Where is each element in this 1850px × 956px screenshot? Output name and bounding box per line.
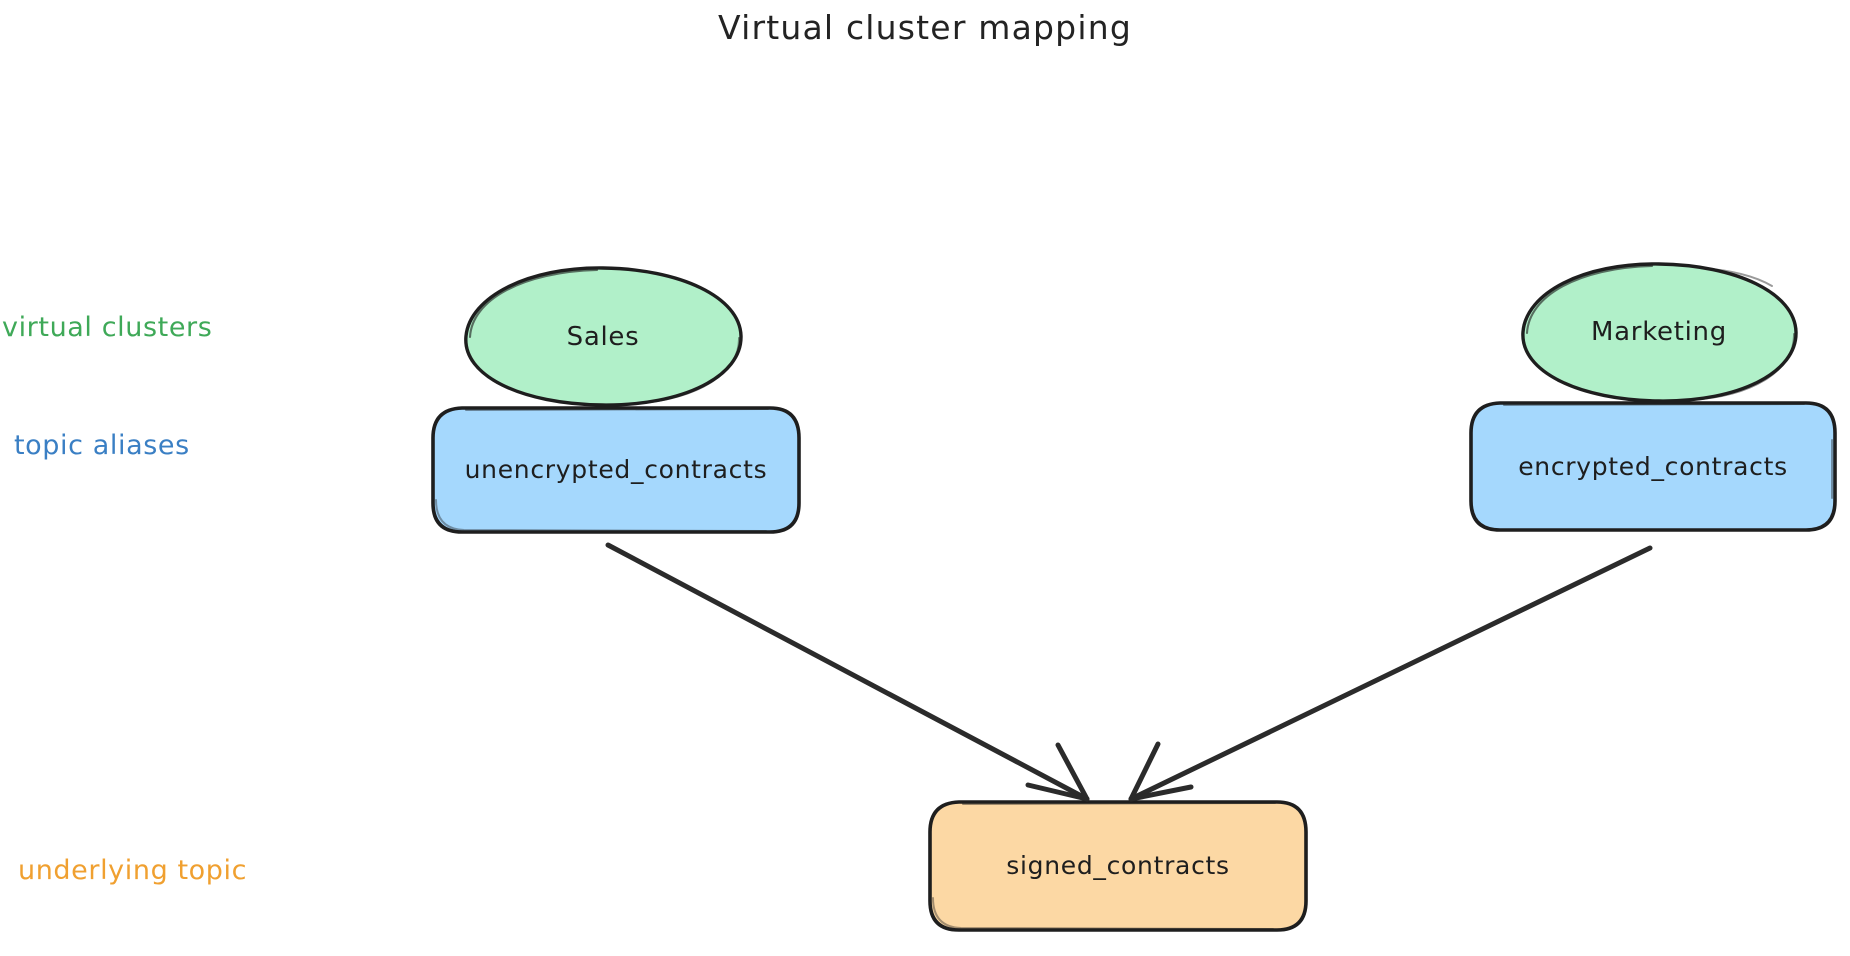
node-label-sales: Sales xyxy=(566,322,640,352)
node-label-marketing: Marketing xyxy=(1591,317,1727,347)
page-title: Virtual cluster mapping xyxy=(718,8,1132,47)
node-shape-sales[interactable] xyxy=(464,266,743,407)
edge-encrypted-to-signed[interactable] xyxy=(1128,545,1653,802)
node-label-unencrypted-contracts: unencrypted_contracts xyxy=(464,455,768,484)
edge-unencrypted-to-signed[interactable] xyxy=(605,542,1090,802)
node-label-signed-contracts: signed_contracts xyxy=(1006,851,1230,880)
node-shape-unencrypted[interactable] xyxy=(431,406,801,534)
row-label-underlying-topic: underlying topic xyxy=(18,855,248,886)
row-label-virtual-clusters: virtual clusters xyxy=(2,312,213,343)
node-shape-signed[interactable] xyxy=(928,800,1308,932)
row-label-topic-aliases: topic aliases xyxy=(14,430,190,461)
node-label-encrypted-contracts: encrypted_contracts xyxy=(1518,452,1788,481)
node-shape-marketing[interactable] xyxy=(1521,262,1798,403)
node-shape-encrypted[interactable] xyxy=(1469,401,1837,532)
